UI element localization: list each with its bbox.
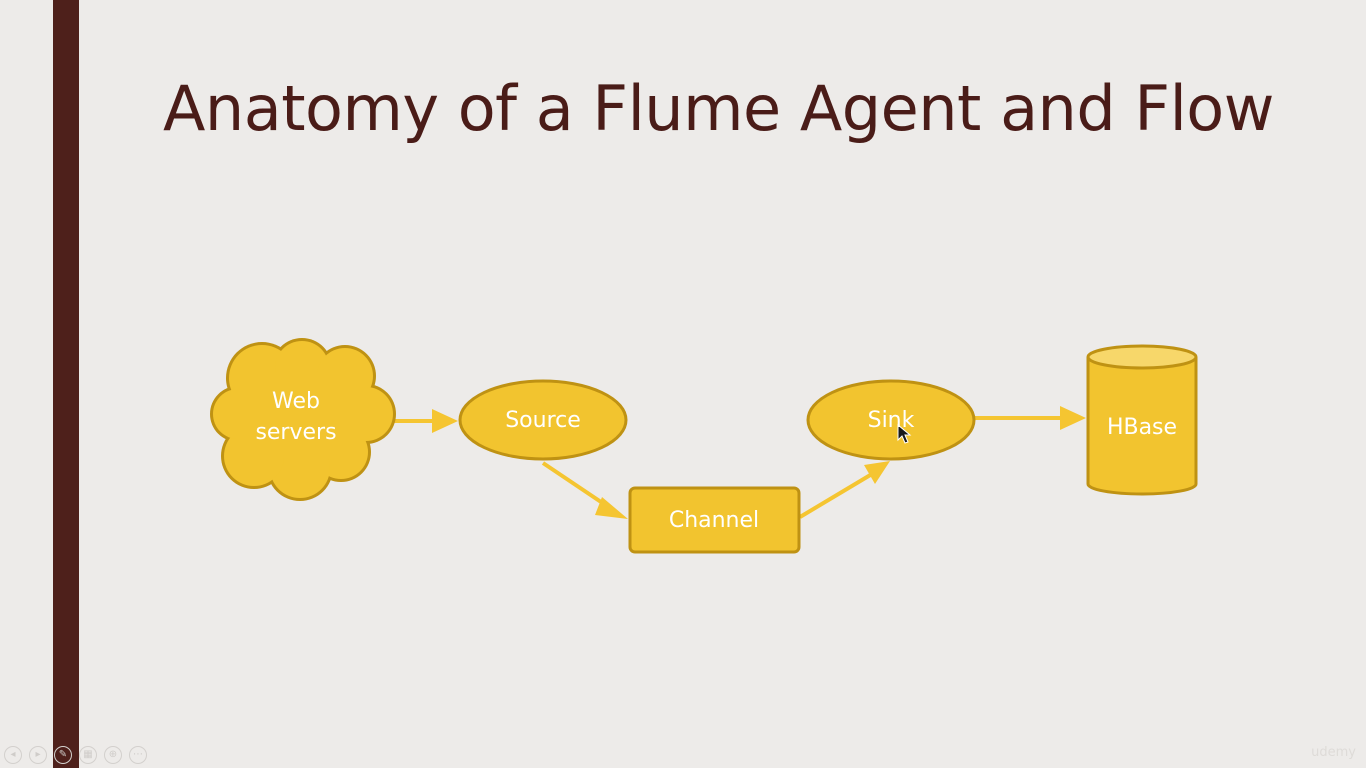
more-options-button[interactable]: ⋯ <box>129 746 147 764</box>
arrowhead-channel-to-sink <box>864 461 890 484</box>
sink-node[interactable] <box>806 379 976 461</box>
arrow-channel-to-sink <box>798 472 874 519</box>
source-node[interactable] <box>458 379 628 461</box>
pen-icon: ✎ <box>58 749 68 760</box>
accent-bar <box>53 0 79 768</box>
see-all-slides-button[interactable]: ▦ <box>79 746 97 764</box>
web-servers-label: Web servers <box>236 386 356 448</box>
source-label: Source <box>505 408 581 433</box>
watermark: udemy <box>1311 745 1356 760</box>
previous-icon: ◂ <box>10 749 16 760</box>
zoom-icon: ⊕ <box>108 749 118 760</box>
hbase-label: HBase <box>1106 415 1178 440</box>
pen-tool-button[interactable]: ✎ <box>54 746 72 764</box>
presenter-toolbar: ◂ ▸ ✎ ▦ ⊕ ⋯ <box>4 745 147 765</box>
web-servers-label-line2: servers <box>255 420 337 445</box>
mouse-cursor-icon <box>897 423 912 444</box>
zoom-button[interactable]: ⊕ <box>104 746 122 764</box>
slides-icon: ▦ <box>83 749 93 760</box>
arrowhead-sink-to-hbase <box>1060 406 1086 430</box>
arrowhead-web-to-source <box>432 409 458 433</box>
slide-title: Anatomy of a Flume Agent and Flow <box>163 72 1274 145</box>
web-servers-label-line1: Web <box>272 389 320 414</box>
sink-label: Sink <box>867 408 915 433</box>
arrow-source-to-channel <box>541 461 612 510</box>
previous-slide-button[interactable]: ◂ <box>4 746 22 764</box>
next-slide-button[interactable]: ▸ <box>29 746 47 764</box>
next-icon: ▸ <box>35 749 41 760</box>
channel-node[interactable] <box>628 486 801 554</box>
web-servers-cloud-icon[interactable] <box>210 338 396 501</box>
channel-label: Channel <box>668 508 760 533</box>
more-icon: ⋯ <box>133 749 143 760</box>
hbase-database-icon[interactable] <box>1086 344 1198 496</box>
arrowhead-source-to-channel <box>595 497 628 519</box>
